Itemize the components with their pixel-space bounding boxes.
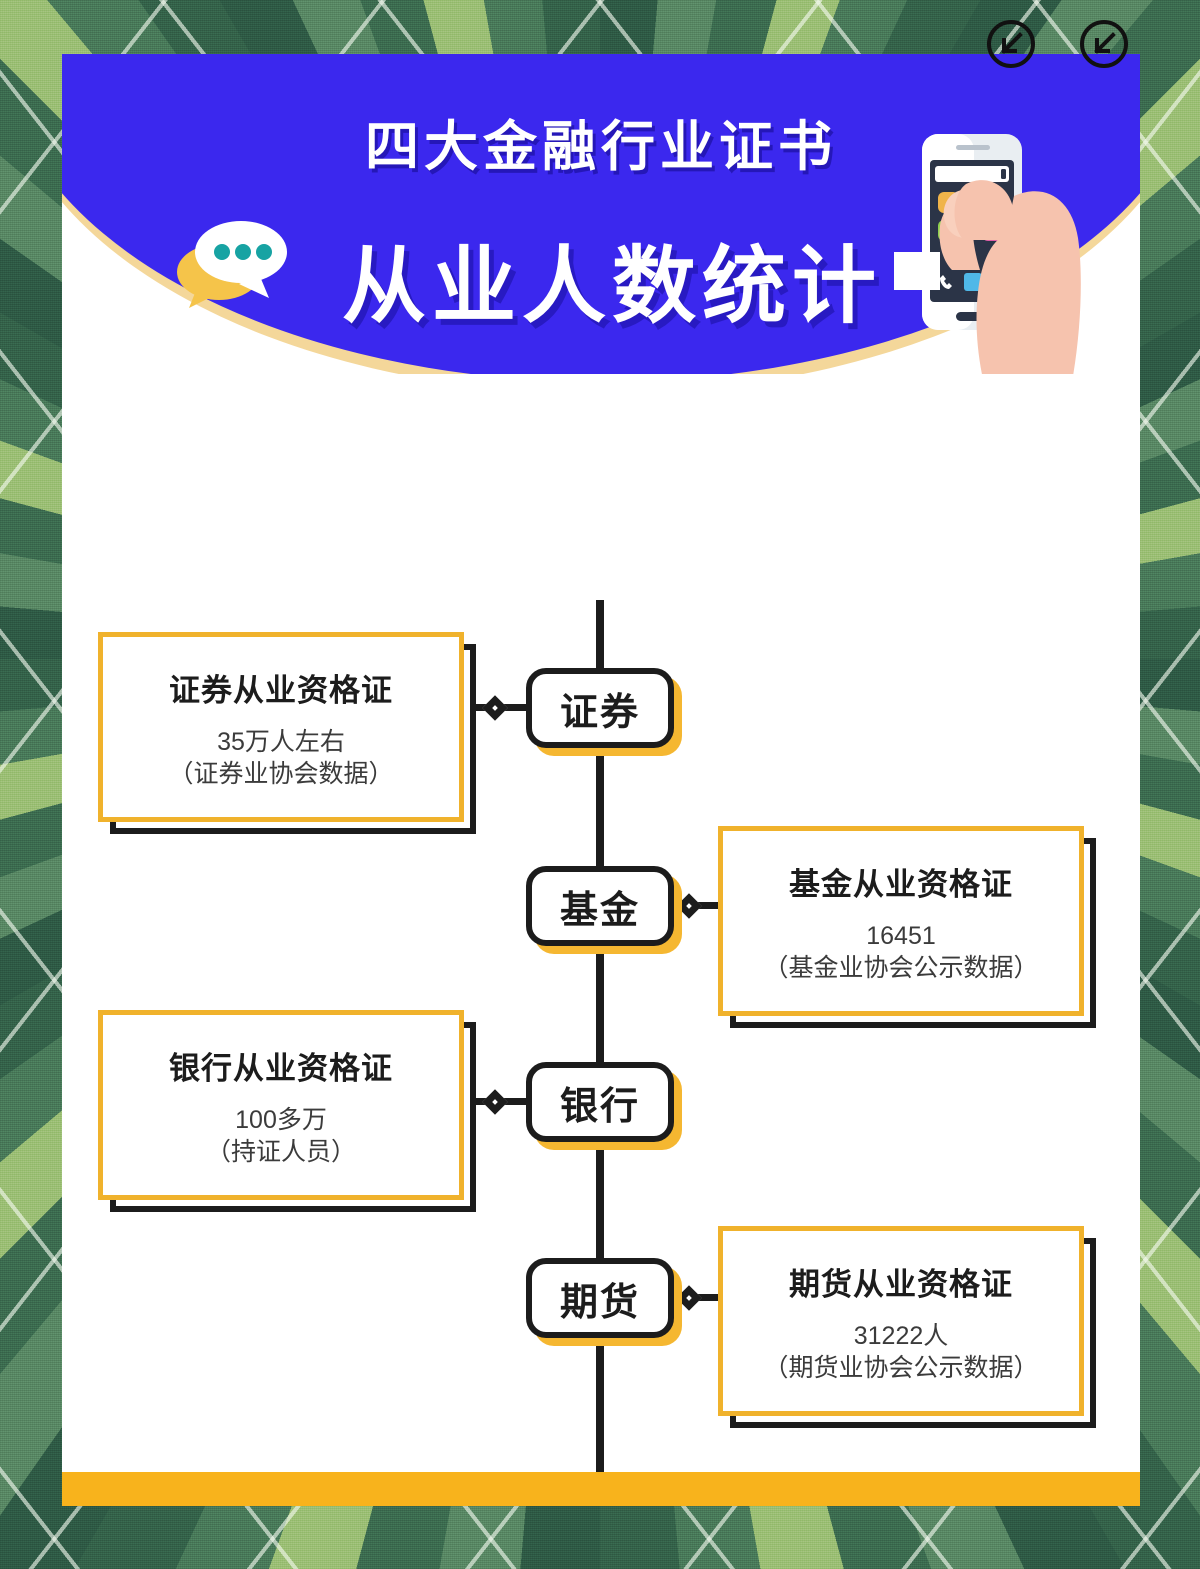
info-card: 证券从业资格证 35万人左右 （证券业协会数据） bbox=[98, 632, 476, 834]
flow-node-label: 基金 bbox=[559, 889, 640, 932]
connector-diamond bbox=[482, 695, 508, 721]
info-card: 基金从业资格证 16451 （基金业协会公示数据） bbox=[718, 826, 1096, 1028]
connector-diamond bbox=[482, 1089, 508, 1115]
flow-node-body: 基金 bbox=[526, 866, 674, 946]
flow-node-bank[interactable]: 银行 bbox=[526, 1062, 682, 1150]
flow-diagram: 证券从业资格证 35万人左右 （证券业协会数据） 基金从业资格证 16451 （… bbox=[62, 374, 1140, 1506]
info-card: 期货从业资格证 31222人 （期货业协会公示数据） bbox=[718, 1226, 1096, 1428]
info-card-body: 银行从业资格证 100多万 （持证人员） bbox=[98, 1010, 464, 1200]
poster-card: 四大金融行业证书 从业人数统计 bbox=[62, 54, 1140, 1506]
circle-arrow-watermark bbox=[1078, 18, 1130, 70]
hand-holding-phone-icon bbox=[894, 130, 1109, 374]
info-card-source: （期货业协会公示数据） bbox=[763, 1353, 1039, 1382]
info-card-value: 100多万 bbox=[235, 1105, 327, 1134]
info-card-title: 期货从业资格证 bbox=[789, 1266, 1013, 1302]
flow-node-futures[interactable]: 期货 bbox=[526, 1258, 682, 1346]
info-card-source: （证券业协会数据） bbox=[168, 759, 394, 788]
flow-node-label: 银行 bbox=[559, 1085, 640, 1128]
info-card-value: 31222人 bbox=[853, 1321, 949, 1350]
circle-arrow-watermark bbox=[985, 18, 1037, 70]
page-title: 从业人数统计 bbox=[341, 239, 882, 333]
flow-node-body: 期货 bbox=[526, 1258, 674, 1338]
info-card-title: 银行从业资格证 bbox=[169, 1050, 393, 1086]
flow-node-body: 证券 bbox=[526, 668, 674, 748]
flow-node-securities[interactable]: 证券 bbox=[526, 668, 682, 756]
info-card-value: 16451 bbox=[866, 921, 936, 950]
speech-bubbles-icon bbox=[167, 204, 297, 324]
connector-line bbox=[674, 902, 730, 909]
flow-node-body: 银行 bbox=[526, 1062, 674, 1142]
footer-accent-bar bbox=[62, 1472, 1140, 1506]
info-card-body: 基金从业资格证 16451 （基金业协会公示数据） bbox=[718, 826, 1084, 1016]
page-subtitle: 四大金融行业证书 bbox=[365, 117, 837, 177]
info-card-title: 基金从业资格证 bbox=[789, 866, 1013, 902]
info-card-source: （基金业协会公示数据） bbox=[763, 953, 1039, 982]
info-card-value: 35万人左右 bbox=[217, 727, 345, 756]
flow-node-label: 证券 bbox=[559, 691, 640, 734]
flow-spine-line bbox=[596, 600, 604, 1506]
flow-node-label: 期货 bbox=[559, 1281, 640, 1324]
info-card-title: 证券从业资格证 bbox=[169, 672, 393, 708]
info-card-body: 证券从业资格证 35万人左右 （证券业协会数据） bbox=[98, 632, 464, 822]
info-card-body: 期货从业资格证 31222人 （期货业协会公示数据） bbox=[718, 1226, 1084, 1416]
connector-line bbox=[674, 1294, 730, 1301]
info-card: 银行从业资格证 100多万 （持证人员） bbox=[98, 1010, 476, 1212]
flow-node-fund[interactable]: 基金 bbox=[526, 866, 682, 954]
info-card-source: （持证人员） bbox=[205, 1137, 356, 1166]
poster-header: 四大金融行业证书 从业人数统计 bbox=[62, 54, 1140, 374]
